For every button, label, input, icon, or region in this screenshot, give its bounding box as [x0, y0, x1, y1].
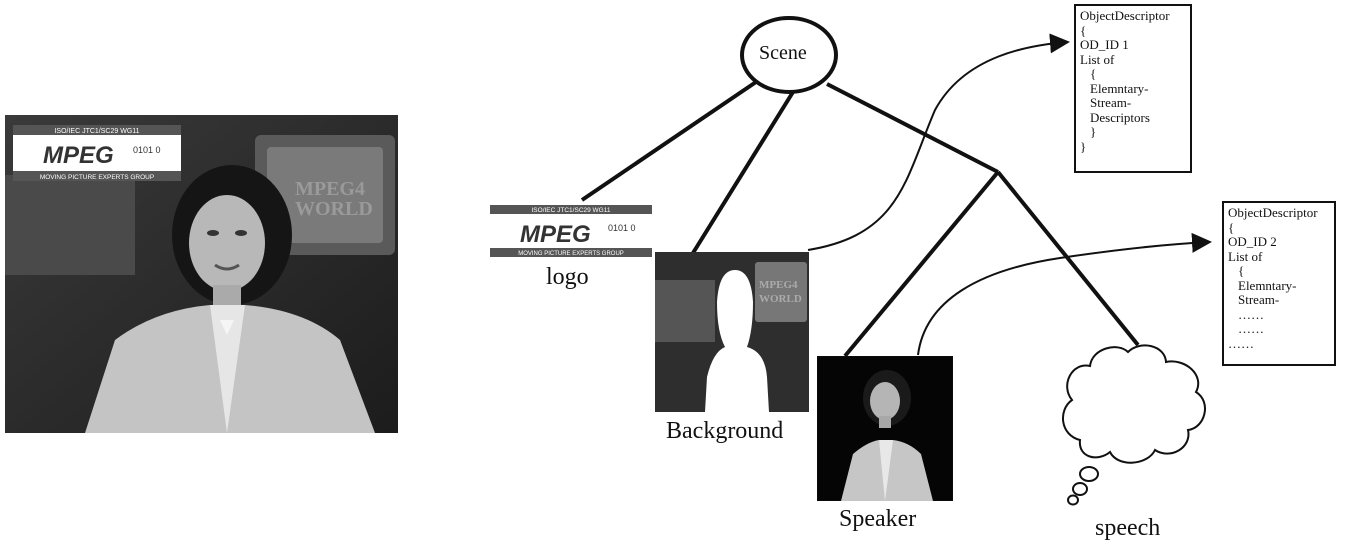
- od1-line: List of: [1080, 51, 1115, 67]
- od2-line: OD_ID 2: [1228, 234, 1277, 249]
- background-label: Background: [666, 418, 784, 444]
- od2-line: {: [1228, 219, 1235, 235]
- logo-node-top-text: ISO/IEC JTC1/SC29 WG11: [532, 207, 611, 214]
- monitor-text-1: MPEG4: [759, 279, 798, 291]
- edge-scene-node: [826, 82, 999, 174]
- od2-line: ……: [1238, 306, 1264, 322]
- od2-line: {: [1238, 263, 1245, 278]
- mpeg-logo-in-photo: ISO/IEC JTC1/SC29 WG11 MPEG 0101 0 MOVIN…: [13, 125, 181, 181]
- od1-line: OD_ID 1: [1080, 37, 1129, 52]
- od1-line: Stream-: [1090, 95, 1132, 110]
- od2-line: Elemntary-: [1238, 277, 1297, 293]
- od1-line: ObjectDescriptor: [1080, 8, 1170, 23]
- object-descriptor-1: ObjectDescriptor { OD_ID 1 List of { Ele…: [1074, 4, 1192, 173]
- od1-line: Descriptors: [1090, 109, 1150, 125]
- od1-line: {: [1080, 22, 1087, 38]
- speech-cloud: [1062, 344, 1206, 506]
- object-descriptor-2: ObjectDescriptor { OD_ID 2 List of { Ele…: [1222, 201, 1336, 366]
- monitor-text-2: WORLD: [759, 293, 802, 305]
- edge-scene-logo: [580, 80, 758, 202]
- scene-label: Scene: [759, 42, 807, 64]
- od2-line: Stream-: [1238, 292, 1280, 307]
- od1-line: }: [1090, 124, 1097, 139]
- speaker-node-graphic: [817, 356, 953, 501]
- edge-node-speaker: [843, 170, 1000, 358]
- od1-line: {: [1090, 66, 1097, 81]
- logo-node-bottom-text: MOVING PICTURE EXPERTS GROUP: [518, 251, 624, 257]
- svg-text:WORLD: WORLD: [295, 198, 373, 220]
- logo-top-text: ISO/IEC JTC1/SC29 WG11: [54, 128, 139, 135]
- speech-label: speech: [1095, 515, 1161, 541]
- speaker-label: Speaker: [839, 506, 917, 532]
- od1-line: }: [1080, 138, 1087, 154]
- od2-line: ObjectDescriptor: [1228, 205, 1318, 220]
- od2-line: List of: [1228, 248, 1263, 264]
- od2-line: ……: [1228, 335, 1254, 351]
- scene-node: [740, 16, 838, 94]
- logo-digits: 0101 0: [133, 145, 161, 155]
- logo-label: logo: [546, 264, 589, 290]
- background-node-graphic: MPEG4 WORLD: [655, 252, 809, 412]
- svg-text:MPEG4: MPEG4: [295, 178, 365, 200]
- edge-scene-background: [691, 90, 795, 255]
- arrow-speaker-descriptor-2: [917, 232, 1212, 356]
- logo-bottom-text: MOVING PICTURE EXPERTS GROUP: [40, 174, 154, 181]
- edge-node-speech: [996, 170, 1140, 347]
- od1-line: Elemntary-: [1090, 80, 1149, 96]
- arrow-background-descriptor-1: [807, 33, 1070, 251]
- logo-brand: MPEG: [43, 142, 114, 169]
- logo-node-digits: 0101 0: [608, 223, 636, 233]
- logo-node-graphic: ISO/IEC JTC1/SC29 WG11 MPEG 0101 0 MOVIN…: [490, 205, 652, 257]
- od2-line: ……: [1238, 321, 1264, 336]
- logo-node-brand: MPEG: [520, 221, 591, 248]
